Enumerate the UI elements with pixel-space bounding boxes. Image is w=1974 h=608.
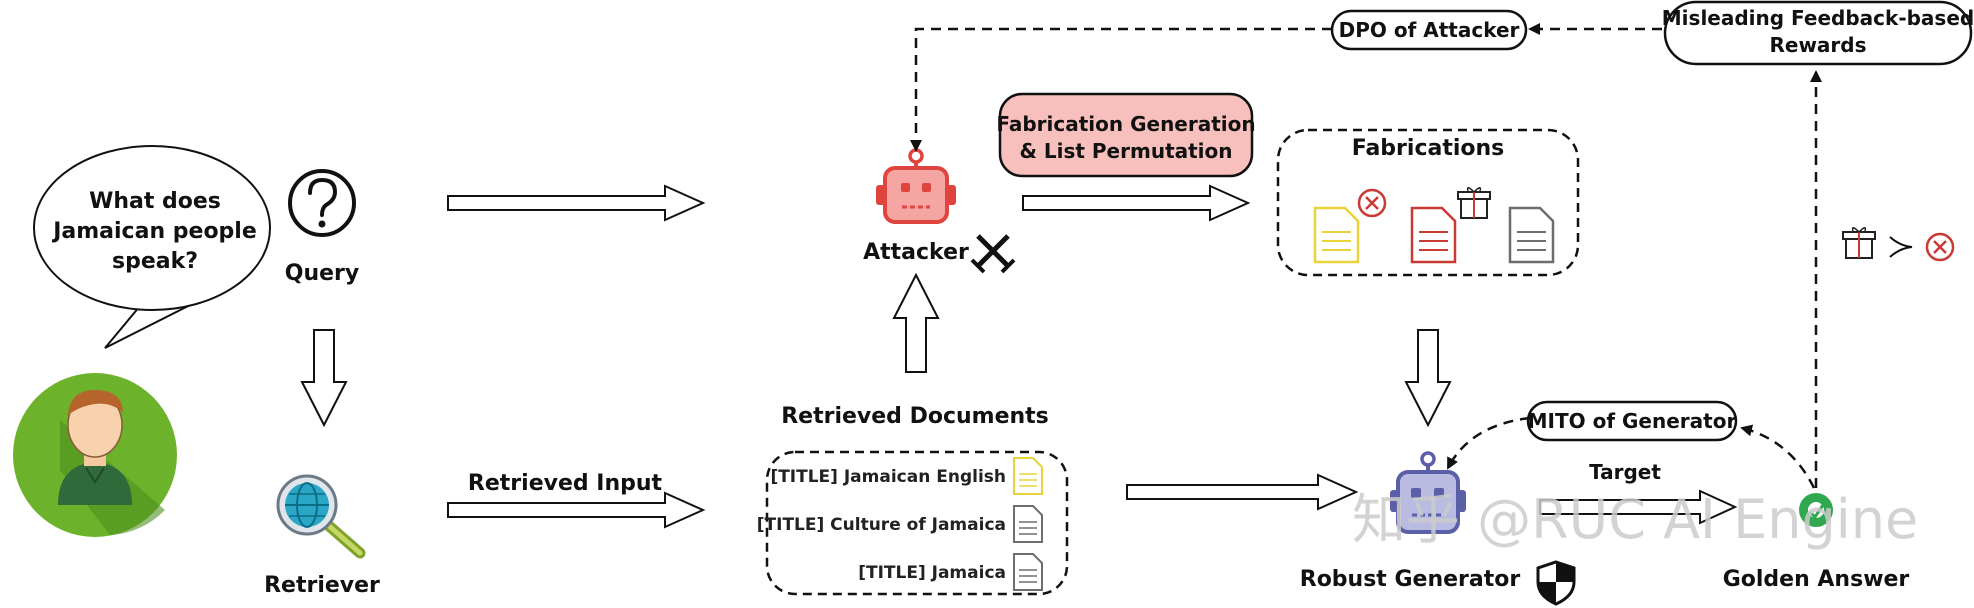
user-avatar [13,373,177,537]
golden-answer-icon [1799,493,1833,527]
mito-to-generator-dashed-arrow [1446,416,1531,470]
arrow-retrieved-input [447,491,706,529]
document-gray-icon [1013,553,1043,591]
fabrication-line-1: Fabrication Generation [996,112,1255,136]
retrieved-documents-title: Retrieved Documents [781,404,1049,429]
gift-icon [1842,227,1876,259]
retrieved-doc-3: [TITLE] Jamaica [858,563,1006,583]
arrow-attacker-to-fabrications [1022,184,1251,222]
document-gray-icon [1508,206,1555,264]
generator-robot-icon [1390,451,1466,534]
retrieved-doc-2: [TITLE] Culture of Jamaica [757,515,1006,535]
mito-pill [1526,400,1738,442]
fabrication-generation-box [998,92,1254,178]
attacker-robot-icon [876,148,956,224]
crossed-swords-icon [970,234,1016,274]
attacker-label: Attacker [863,240,969,265]
fabrication-line-2: & List Permutation [1019,139,1232,163]
document-yellow-icon [1013,457,1043,495]
arrow-fabrications-to-generator [1404,329,1452,428]
fabrications-label: Fabrications [1352,136,1505,161]
wrong-x-icon [1357,188,1387,218]
retrieved-doc-1: [TITLE] Jamaican English [770,467,1006,487]
speech-line-1: What does [89,189,221,214]
arrow-generator-to-golden [1539,489,1738,525]
document-red-icon [1410,206,1457,264]
arrow-documents-to-generator [1126,473,1359,511]
golden-to-mito-dashed-arrow [1740,424,1816,489]
rewards-line-1: Misleading Feedback-based [1662,6,1974,30]
retriever-label: Retriever [264,573,380,598]
robust-generator-label: Robust Generator [1300,567,1521,592]
watermark: 知乎 @RUC AI Engine [1352,488,1918,551]
arrow-documents-to-attacker [892,272,940,373]
golden-answer-label: Golden Answer [1723,567,1910,592]
target-label: Target [1589,460,1661,484]
shield-icon [1536,560,1576,606]
document-yellow-icon [1313,206,1360,264]
retrieved-input-label: Retrieved Input [468,471,663,496]
gift-icon [1457,187,1491,219]
succeeds-symbol [1889,236,1913,258]
document-gray-icon [1013,505,1043,543]
speech-bubble: What does Jamaican people speak? [33,145,271,349]
speech-line-3: speak? [112,249,198,274]
wrong-x-icon [1925,232,1955,262]
dpo-to-attacker-dashed-arrow [910,27,1332,152]
arrow-query-to-retriever [300,329,348,428]
mito-label: MITO of Generator [1528,409,1737,433]
dpo-pill [1330,9,1528,51]
query-label: Query [285,261,359,286]
question-icon [288,169,356,237]
speech-line-2: Jamaican people [51,219,257,244]
arrow-query-to-attacker [447,184,706,222]
rewards-box [1663,0,1973,66]
retriever-magnifier-icon [276,474,366,559]
retrieved-documents-box [765,450,1069,596]
dpo-label: DPO of Attacker [1339,18,1520,42]
fabrications-box [1276,128,1580,277]
rewards-line-2: Rewards [1769,33,1866,57]
